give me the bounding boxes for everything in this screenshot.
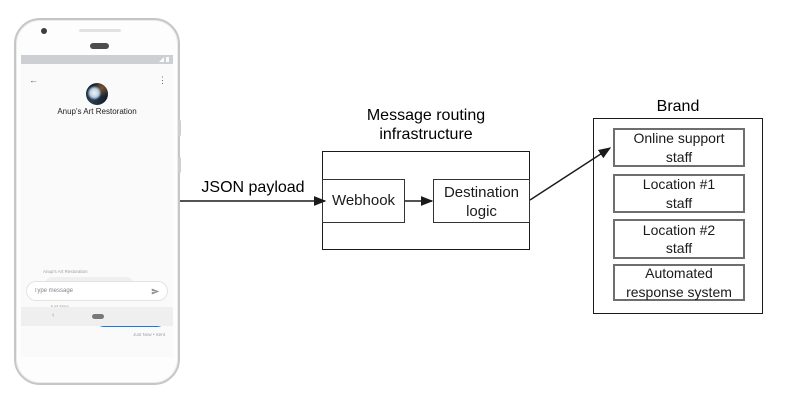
- avatar[interactable]: [86, 83, 108, 105]
- chat-title: Anup's Art Restoration: [57, 107, 137, 116]
- phone-screen: ← ⋮ Anup's Art Restoration Anup's Art Re…: [21, 55, 173, 357]
- brand-box-location-1: Location #1 staff: [613, 174, 745, 213]
- brand-box-location-2: Location #2 staff: [613, 219, 745, 259]
- earpiece: [90, 43, 109, 49]
- nav-bar: ‹: [21, 307, 173, 326]
- brand-title: Brand: [656, 98, 700, 115]
- incoming-timestamp: Just Now: [50, 304, 69, 309]
- send-icon[interactable]: [151, 287, 160, 296]
- speaker-slot: [79, 29, 121, 32]
- battery-icon: [166, 57, 169, 62]
- home-pill[interactable]: [92, 314, 104, 319]
- phone-mockup: ← ⋮ Anup's Art Restoration Anup's Art Re…: [14, 18, 181, 385]
- front-camera: [41, 28, 47, 34]
- nav-back-icon[interactable]: ‹: [52, 312, 55, 319]
- volume-button: [178, 157, 181, 173]
- status-bar: [21, 55, 173, 64]
- destination-logic-box: Destination logic: [433, 179, 530, 223]
- chat-header: ← ⋮ Anup's Art Restoration: [21, 64, 173, 116]
- overflow-menu-icon[interactable]: ⋮: [158, 75, 167, 85]
- power-button: [178, 120, 181, 136]
- message-composer[interactable]: [26, 281, 168, 301]
- brand-box-online-support: Online support staff: [613, 128, 745, 167]
- brand-box-automated: Automated response system: [613, 264, 745, 301]
- signal-icon: [159, 57, 164, 62]
- message-input[interactable]: [34, 288, 151, 294]
- back-arrow-icon[interactable]: ←: [29, 75, 38, 85]
- webhook-box: Webhook: [322, 179, 405, 223]
- routing-title: Message routing infrastructure: [366, 107, 486, 144]
- sender-label: Anup's Art Restoration: [43, 269, 88, 274]
- outgoing-timestamp: Just Now • Sent: [133, 332, 165, 337]
- json-payload-label: JSON payload: [201, 179, 305, 196]
- brand-container-box: [593, 118, 763, 314]
